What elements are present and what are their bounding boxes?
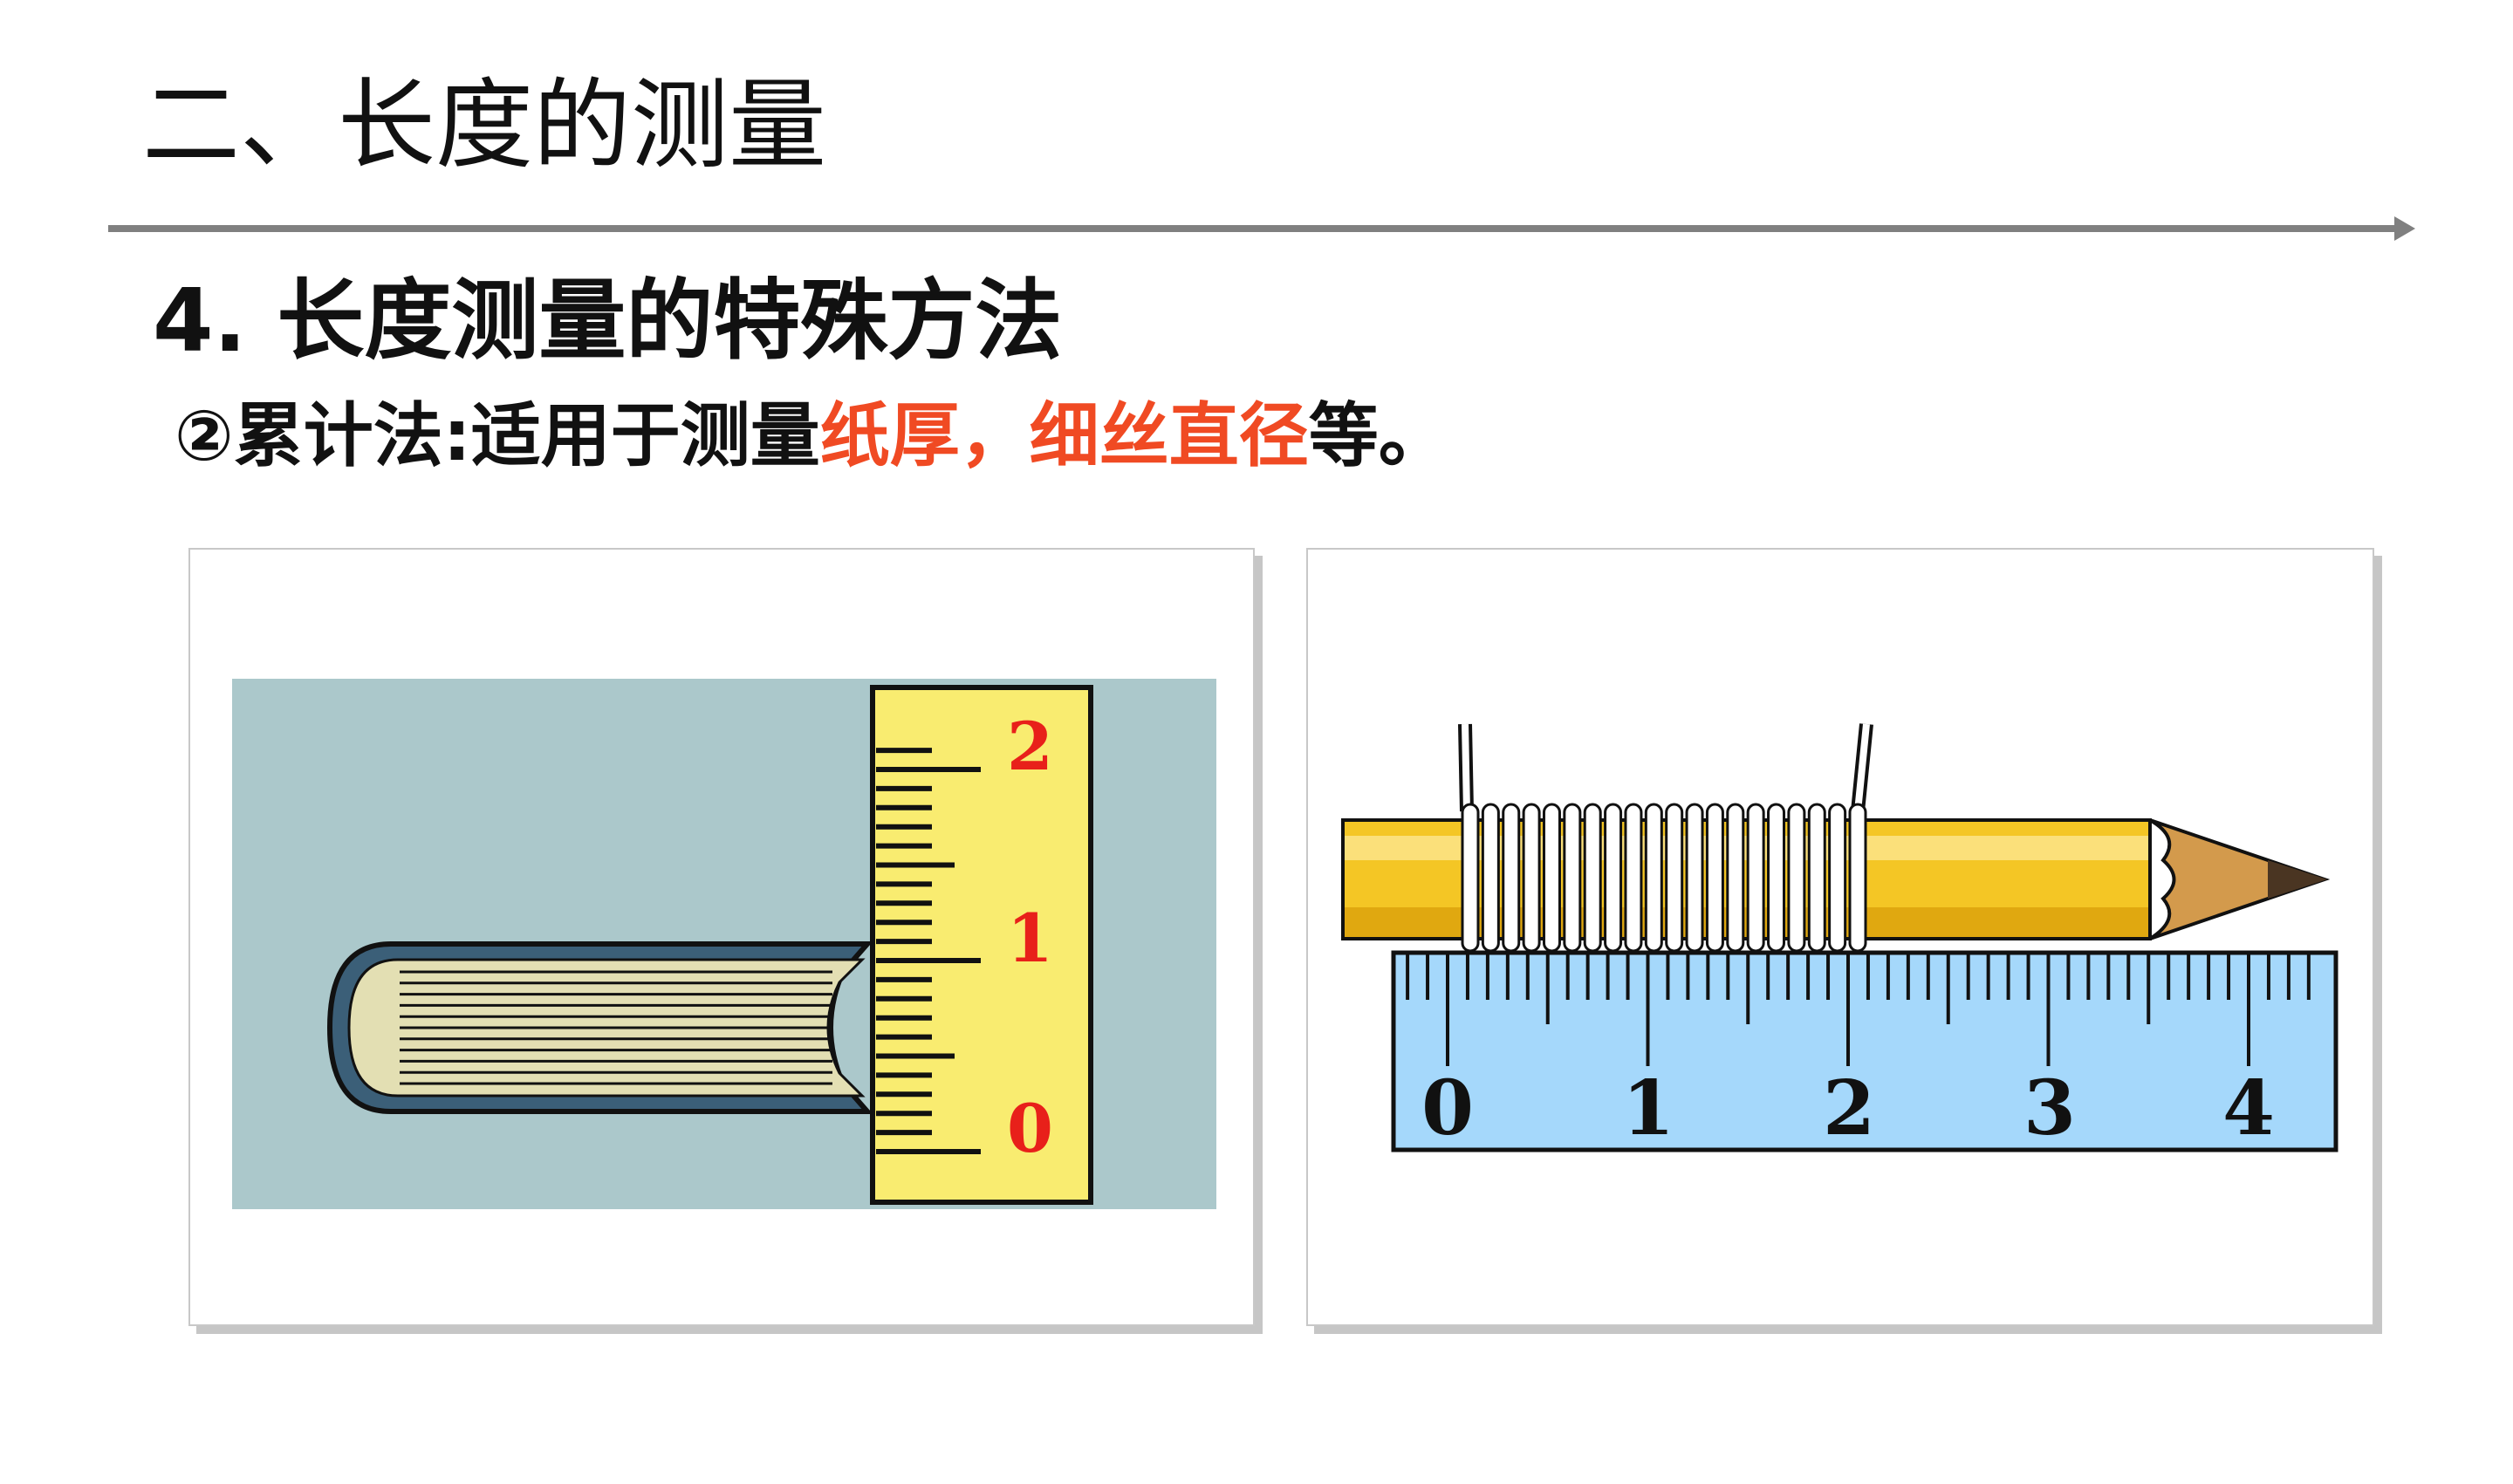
ruler-label-4: 4 (2222, 1064, 2275, 1152)
ruler-label-2: 2 (1823, 1064, 1875, 1152)
coil-turn (1522, 803, 1541, 953)
pencil-coil-illustration: 0 1 2 3 4 (1341, 723, 2338, 1152)
coil-turn (1767, 803, 1786, 953)
ruler-ticks (876, 748, 981, 1154)
coil-turn (1481, 803, 1500, 953)
pencil-wood (2148, 818, 2331, 940)
ruler-label-3: 3 (2023, 1064, 2076, 1152)
divider-arrow-icon (2394, 216, 2415, 241)
ruler-label-1: 1 (1007, 899, 1053, 977)
coil-turn (1807, 803, 1826, 953)
coil-turn (1746, 803, 1765, 953)
wire-diameter-figure: 0 1 2 3 4 (1306, 548, 2374, 1326)
wire-end-left-inner (1462, 723, 1470, 812)
coil-turn (1685, 803, 1704, 953)
coil-turn (1461, 803, 1480, 953)
method-prefix: ②累计法:适用于测量 (175, 395, 820, 476)
title-divider (108, 225, 2403, 232)
ruler-body (870, 685, 1093, 1205)
coil-turn (1726, 803, 1745, 953)
method-highlight: 纸厚，细丝直径 (819, 395, 1309, 476)
book-thickness-figure: 0 1 2 (188, 548, 1255, 1326)
ruler-label-2: 2 (1007, 708, 1053, 785)
coil-turn (1502, 803, 1521, 953)
ruler-label-0: 0 (1421, 1064, 1474, 1152)
pencil-lead (2268, 860, 2327, 899)
coil-turn (1644, 803, 1663, 953)
coil-turn (1828, 803, 1847, 953)
section-heading: 4. 长度测量的特殊方法 (153, 270, 1063, 372)
coil-turn (1848, 803, 1867, 953)
ruler-label-0: 0 (1007, 1090, 1053, 1167)
book-ruler-illustration: 0 1 2 (232, 679, 1216, 1209)
coil-turn (1787, 803, 1806, 953)
ruler-ticks (1406, 953, 2311, 1066)
coil-turn (1624, 803, 1643, 953)
method-description: ②累计法:适用于测量纸厚，细丝直径等。 (175, 401, 1448, 471)
coil-turn (1604, 803, 1623, 953)
coil-turn (1542, 803, 1561, 953)
coil-turn (1563, 803, 1582, 953)
wire-end-right-inner (1854, 723, 1870, 812)
coil-turn (1583, 803, 1602, 953)
page-title: 二、长度的测量 (142, 69, 826, 182)
book-page-lines (400, 970, 832, 1085)
ruler-label-1: 1 (1622, 1064, 1674, 1152)
coil-turn (1705, 803, 1724, 953)
coil-turn (1665, 803, 1684, 953)
ruler-body (1391, 950, 2338, 1152)
method-suffix: 等。 (1308, 395, 1448, 476)
